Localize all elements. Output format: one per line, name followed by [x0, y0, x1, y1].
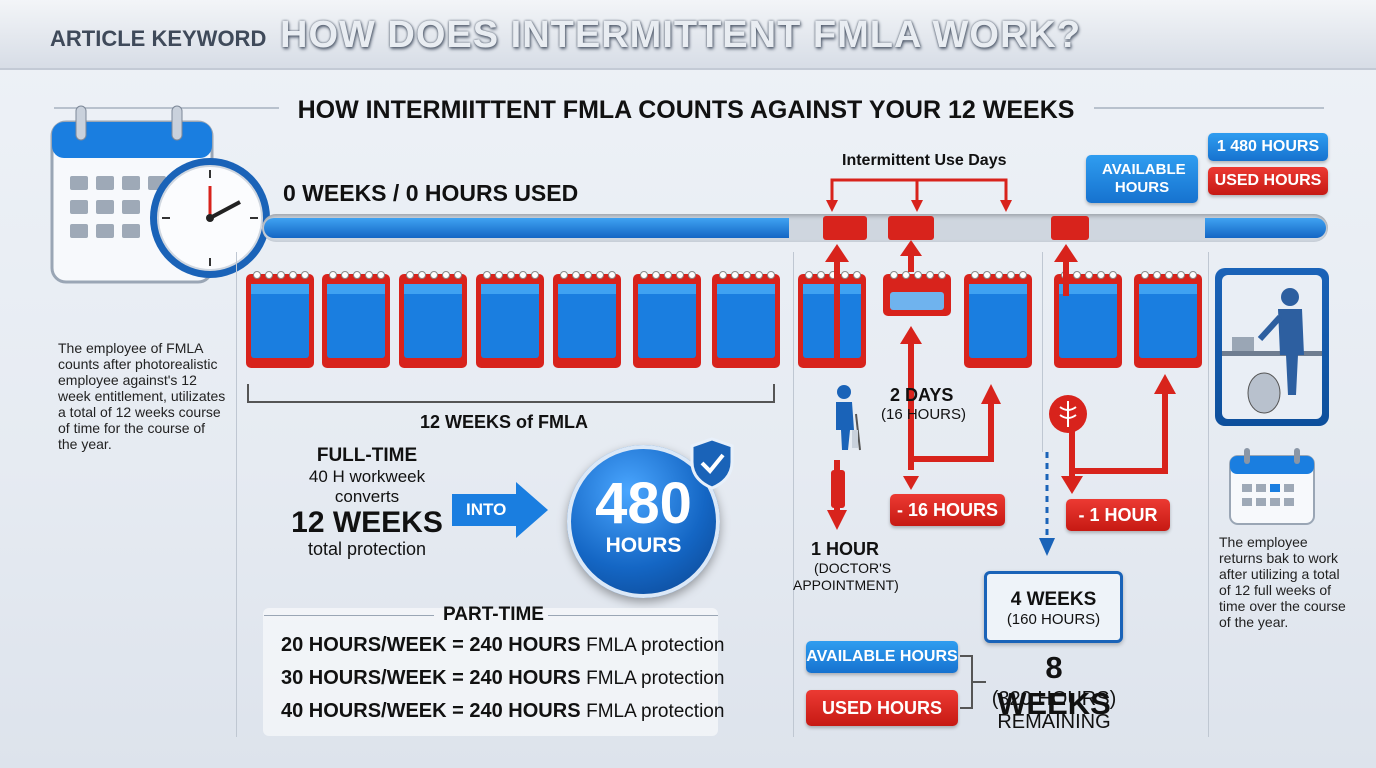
two-days-title: 2 DAYS	[890, 385, 954, 405]
part-time-row-suffix: FMLA protection	[586, 668, 725, 689]
part-time-panel	[263, 608, 718, 736]
remaining-label: REMAINING	[997, 711, 1111, 733]
divider	[1208, 252, 1209, 737]
week-calendar-tile-partial	[883, 271, 951, 316]
calendar-clock-icon	[50, 105, 270, 284]
full-time-heading: FULL-TIME	[316, 445, 418, 466]
part-time-heading: PART-TIME	[443, 604, 544, 625]
one-hour-title: 1 HOUR	[811, 539, 880, 559]
summary-available-hours: AVAILABLE HOURS	[806, 641, 958, 673]
headline: HOW DOES INTERMITTENT FMLA WORK?	[280, 14, 1082, 56]
hours-used-label: 0 WEEKS / 0 HOURS USED	[283, 180, 579, 206]
week-calendar-tile	[1134, 271, 1202, 368]
week-calendar-tile	[246, 271, 314, 368]
four-weeks-value: 4 WEEKS	[1010, 589, 1097, 610]
timeline-used-marker-3	[1051, 216, 1089, 240]
legend-total-hours: 1 480 HOURS	[1208, 133, 1328, 161]
one-hour-sub2: APPOINTMENT)	[793, 577, 899, 593]
part-time-row-value: 40 HOURS/WEEK = 240 HOURS	[281, 700, 581, 722]
week-calendar-tile	[553, 271, 621, 368]
part-time-row: 40 HOURS/WEEK = 240 HOURS FMLA protectio…	[281, 700, 724, 723]
divider	[793, 252, 794, 737]
part-time-row: 20 HOURS/WEEK = 240 HOURS FMLA protectio…	[281, 634, 724, 657]
part-time-row-suffix: FMLA protection	[586, 701, 725, 722]
twelve-weeks-bracket	[247, 384, 775, 403]
hours-circle-unit: HOURS	[605, 534, 682, 557]
intermittent-use-label: Intermittent Use Days	[842, 152, 1007, 169]
into-label: INTO	[466, 500, 507, 519]
legend-available-hours: AVAILABLE HOURS	[1086, 155, 1198, 203]
title-rule-right	[1094, 107, 1324, 109]
legend-used-hours: USED HOURS	[1208, 167, 1328, 195]
twelve-weeks-label: 12 WEEKS of FMLA	[420, 412, 589, 432]
person-with-cane-icon	[836, 385, 861, 451]
part-time-row-value: 30 HOURS/WEEK = 240 HOURS	[281, 667, 581, 689]
left-note: The employee of FMLA counts after photor…	[58, 340, 226, 452]
part-time-rule-left	[264, 615, 434, 616]
week-calendar-tile	[1054, 271, 1122, 368]
summary-used-hours: USED HOURS	[806, 690, 958, 726]
event-arrows	[825, 240, 1176, 556]
full-time-line2: converts	[334, 487, 400, 506]
employee-at-desk-icon	[1222, 275, 1322, 419]
timeline-end-fill	[1205, 218, 1326, 238]
eight-weeks-sub: (320 HOURS)	[991, 688, 1117, 710]
medical-caduceus-icon	[1049, 395, 1087, 433]
page-title: HOW INTERMIITTENT FMLA COUNTS AGAINST YO…	[0, 96, 1376, 125]
minus-16-hours-badge: - 16 HOURS	[890, 494, 1005, 526]
eight-weeks-value: 8 WEEKS	[997, 650, 1111, 721]
week-calendar-tile	[322, 271, 390, 368]
part-time-row-value: 20 HOURS/WEEK = 240 HOURS	[281, 634, 581, 656]
part-time-row: 30 HOURS/WEEK = 240 HOURS FMLA protectio…	[281, 667, 724, 690]
minus-1-hour-badge: - 1 HOUR	[1066, 499, 1170, 531]
right-note: The employee returns bak to work after u…	[1219, 534, 1346, 630]
four-weeks-box	[984, 571, 1123, 643]
week-calendar-tile	[633, 271, 701, 368]
into-arrow	[452, 482, 548, 538]
header-bar	[0, 0, 1376, 70]
full-time-block: FULL-TIME 40 H workweek converts 12 WEEK…	[282, 445, 452, 560]
full-time-line3: total protection	[307, 539, 427, 559]
article-keyword-label: ARTICLE KEYWORD	[50, 26, 267, 51]
timeline-used-marker-2	[888, 216, 934, 240]
week-calendar-tile	[798, 271, 866, 368]
full-time-line1: 40 H workweek	[308, 467, 426, 486]
summary-bracket	[960, 655, 986, 709]
shield-check-icon	[690, 437, 734, 490]
title-rule-left	[54, 107, 279, 109]
divider	[1042, 252, 1043, 452]
full-time-big: 12 WEEKS	[291, 506, 443, 539]
hours-circle-value: 480	[595, 471, 692, 536]
week-calendar-tile	[476, 271, 544, 368]
intermittent-bracket	[826, 178, 1012, 212]
timeline-used-marker-1	[823, 216, 867, 240]
part-time-row-suffix: FMLA protection	[586, 635, 725, 656]
return-calendar-icon	[1229, 448, 1315, 525]
week-calendar-tile	[399, 271, 467, 368]
part-time-rule-right	[548, 615, 718, 616]
two-days-sub: (16 HOURS)	[881, 406, 967, 423]
one-hour-sub1: (DOCTOR'S	[814, 560, 892, 576]
page-title-text: HOW INTERMIITTENT FMLA COUNTS AGAINST YO…	[297, 96, 1075, 124]
four-weeks-sub: (160 HOURS)	[1006, 611, 1101, 628]
divider	[236, 252, 237, 737]
week-calendar-tile	[712, 271, 780, 368]
week-calendar-tile	[964, 271, 1032, 368]
timeline-available-fill	[264, 218, 789, 238]
legend-available-text: AVAILABLE HOURS	[1102, 161, 1186, 196]
